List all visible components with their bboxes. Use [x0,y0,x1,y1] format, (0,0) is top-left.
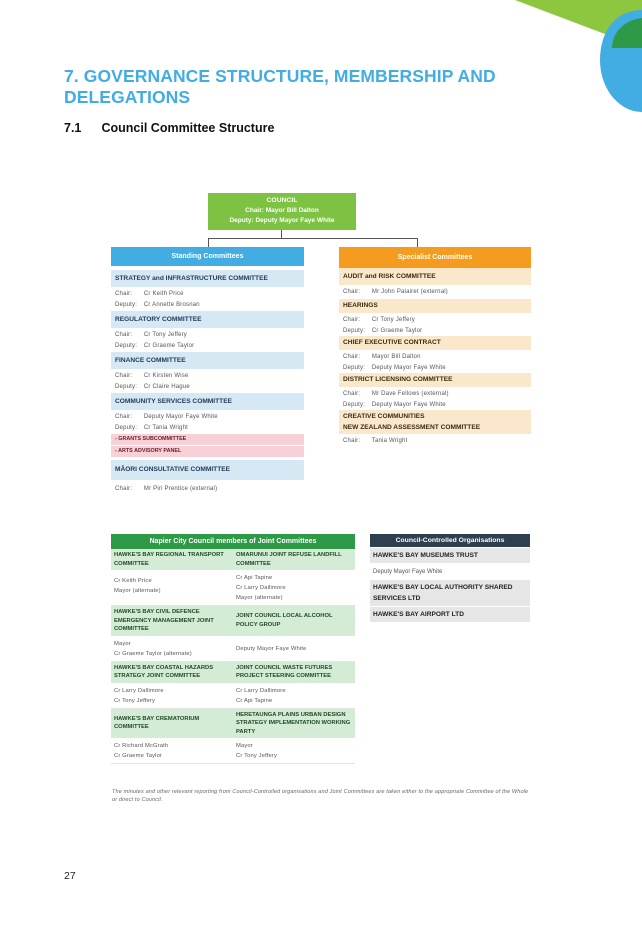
table-cell: Cr Keith Price Mayor (alternate) [111,570,233,606]
table-cell: Cr Larry Dallimore Cr Api Tapine [233,683,355,709]
joint-committees-heading: Napier City Council members of Joint Com… [111,534,355,549]
council-box: COUNCIL Chair: Mayor Bill Dalton Deputy:… [208,193,356,230]
specialist-committees-heading: Specialist Committees [339,247,531,268]
cco-heading: Council-Controlled Organisations [370,534,530,547]
committee-members: Chair: Tania Wright [343,438,408,444]
table-cell: JOINT COUNCIL LOCAL ALCOHOL POLICY GROUP [233,605,355,637]
district-licensing-committee: DISTRICT LICENSING COMMITTEE [339,373,531,387]
table-cell: Cr Api Tapine Cr Larry Dallimore Mayor (… [233,570,355,606]
maori-consultative-committee: MĀORI CONSULTATIVE COMMITTEE [111,460,304,480]
joint-committees-table: HAWKE'S BAY REGIONAL TRANSPORT COMMITTEE… [111,549,355,764]
council-title: COUNCIL [266,197,298,204]
page-number: 27 [64,870,76,882]
museums-trust-member: Deputy Mayor Faye White [373,569,443,575]
chief-executive-contract: CHIEF EXECUTIVE CONTRACT [339,336,531,350]
subsection-number: 7.1 [64,121,82,135]
connector-right [417,238,418,247]
table-cell: Cr Larry Dallimore Cr Tony Jeffery [111,683,233,709]
table-cell: Deputy Mayor Faye White [233,636,355,662]
footnote: The minutes and other relevant reporting… [112,789,529,803]
table-cell: HAWKE'S BAY CIVIL DEFENCE EMERGENCY MANA… [111,605,233,637]
specialist-committees-column: Specialist Committees AUDIT and RISK COM… [339,247,531,449]
council-deputy: Deputy: Deputy Mayor Faye White [229,217,335,224]
committee-members: Chair: Cr Tony Jeffery Deputy: Cr Graeme… [343,317,423,334]
table-row: HAWKE'S BAY REGIONAL TRANSPORT COMMITTEE… [111,549,355,571]
table-cell: Mayor Cr Graeme Taylor (alternate) [111,636,233,662]
committee-members: Chair: Deputy Mayor Faye White Deputy: C… [115,414,218,431]
table-row: HAWKE'S BAY CIVIL DEFENCE EMERGENCY MANA… [111,605,355,637]
table-cell: Cr Richard McGrath Cr Graeme Taylor [111,738,233,764]
airport-ltd: HAWKE'S BAY AIRPORT LTD [370,607,530,623]
finance-committee: FINANCE COMMITTEE [111,352,304,369]
table-cell: OMARUNUI JOINT REFUSE LANDFILL COMMITTEE [233,549,355,571]
table-cell: HERETAUNGA PLAINS URBAN DESIGN STRATEGY … [233,708,355,739]
subsection-title: Council Committee Structure [101,121,275,135]
council-controlled-organisations: Council-Controlled Organisations HAWKE'S… [370,534,530,623]
strategy-infrastructure-committee: STRATEGY and INFRASTRUCTURE COMMITTEE [111,270,304,287]
arts-advisory-panel: - ARTS ADVISORY PANEL [111,446,304,457]
table-cell: JOINT COUNCIL WASTE FUTURES PROJECT STEE… [233,661,355,684]
table-row: HAWKE'S BAY COASTAL HAZARDS STRATEGY JOI… [111,661,355,684]
corner-decoration [515,0,642,112]
committee-members: Chair: Cr Kirsten Wise Deputy: Cr Claire… [115,373,190,390]
museums-trust: HAWKE'S BAY MUSEUMS TRUST [370,548,530,564]
committee-members: Chair: Cr Keith Price Deputy: Cr Annette… [115,291,200,308]
connector-left [208,238,209,247]
grants-subcommittee: - GRANTS SUBCOMMITTEE [111,434,304,445]
local-authority-shared-services: HAWKE'S BAY LOCAL AUTHORITY SHARED SERVI… [370,580,530,607]
committee-members: Chair: Cr Tony Jeffery Deputy: Cr Graeme… [115,332,195,349]
committee-members: Chair: Mr Dave Fellows (external) Deputy… [343,391,449,408]
connector-vertical [281,230,282,239]
subsection-heading: 7.1 Council Committee Structure [64,121,274,135]
table-row: Cr Larry Dallimore Cr Tony Jeffery Cr La… [111,683,355,709]
joint-committees: Napier City Council members of Joint Com… [111,534,355,764]
table-cell: Mayor Cr Tony Jeffery [233,738,355,764]
community-services-committee: COMMUNITY SERVICES COMMITTEE [111,393,304,410]
standing-committees-column: Standing Committees STRATEGY and INFRAST… [111,247,304,497]
regulatory-committee: REGULATORY COMMITTEE [111,311,304,328]
committee-members: Chair: Mayor Bill Dalton Deputy: Deputy … [343,354,446,371]
council-chair: Chair: Mayor Bill Dalton [245,207,319,214]
table-row: HAWKE'S BAY CREMATORIUM COMMITTEE HERETA… [111,708,355,739]
table-cell: HAWKE'S BAY CREMATORIUM COMMITTEE [111,708,233,739]
page-title: 7. GOVERNANCE STRUCTURE, MEMBERSHIP AND … [64,66,496,107]
hearings-committee: HEARINGS [339,299,531,313]
committee-members: Chair: Mr John Palairet (external) [343,289,448,295]
committee-members: Chair: Mr Piri Prentice (external) [115,486,218,492]
creative-communities-committee: CREATIVE COMMUNITIES NEW ZEALAND ASSESSM… [339,410,531,434]
table-cell: HAWKE'S BAY REGIONAL TRANSPORT COMMITTEE [111,549,233,571]
connector-horizontal [208,238,418,239]
table-row: Mayor Cr Graeme Taylor (alternate) Deput… [111,636,355,662]
table-row: Cr Richard McGrath Cr Graeme Taylor Mayo… [111,738,355,764]
table-row: Cr Keith Price Mayor (alternate) Cr Api … [111,570,355,606]
audit-risk-committee: AUDIT and RISK COMMITTEE [339,268,531,285]
standing-committees-heading: Standing Committees [111,247,304,266]
table-cell: HAWKE'S BAY COASTAL HAZARDS STRATEGY JOI… [111,661,233,684]
